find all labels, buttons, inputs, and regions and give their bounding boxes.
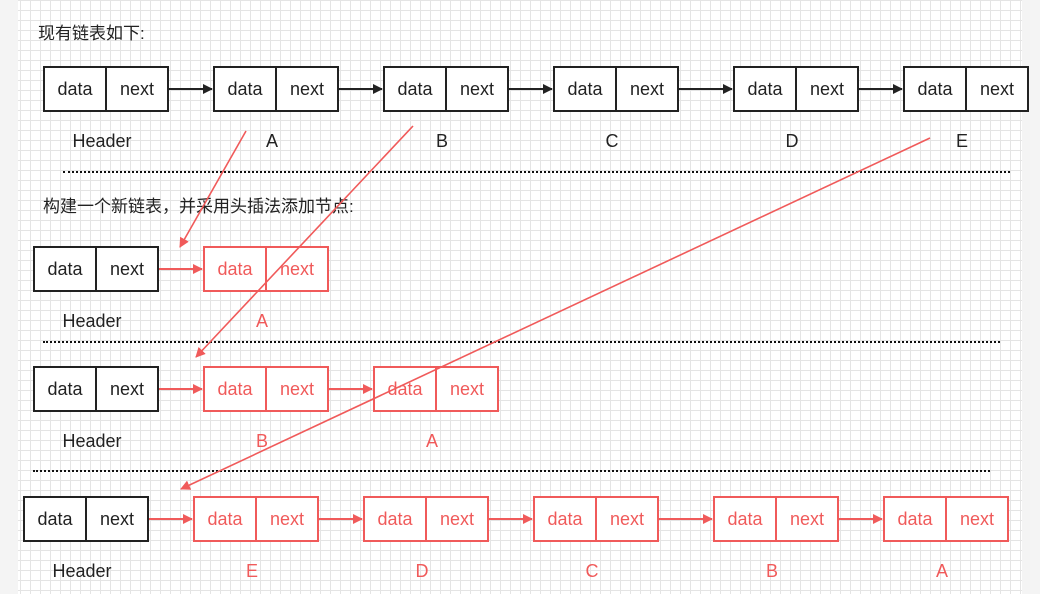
node-next-cell: next (979, 78, 1015, 99)
node-d-final: data next (363, 496, 489, 542)
node-next-cell: next (109, 378, 145, 399)
dotted-separator (43, 341, 1000, 343)
label-header: Header (62, 311, 122, 331)
label-c: C (585, 561, 599, 581)
label-b: B (435, 131, 448, 151)
node-e-final: data next (193, 496, 319, 542)
node-data-cell: data (905, 68, 967, 110)
label-a: A (425, 431, 438, 451)
node-data-cell: data (715, 498, 777, 540)
node-next-cell: next (959, 508, 995, 529)
label-e: E (955, 131, 968, 151)
node-next-cell: next (459, 78, 495, 99)
node-c-final: data next (533, 496, 659, 542)
label-d: D (415, 561, 429, 581)
insert-arrow-e (180, 137, 931, 490)
label-header: Header (52, 561, 112, 581)
label-a: A (265, 131, 278, 151)
label-a: A (255, 311, 268, 331)
node-data-cell: data (365, 498, 427, 540)
label-a: A (935, 561, 948, 581)
node-data-cell: data (35, 248, 97, 290)
node-data-cell: data (535, 498, 597, 540)
node-c-original: data next (553, 66, 679, 112)
dotted-separator (63, 171, 1010, 173)
label-c: C (605, 131, 619, 151)
node-b-original: data next (383, 66, 509, 112)
node-next-cell: next (99, 508, 135, 529)
dotted-separator (33, 470, 990, 472)
node-next-cell: next (289, 78, 325, 99)
node-data-cell: data (555, 68, 617, 110)
node-next-cell: next (789, 508, 825, 529)
node-a-final: data next (883, 496, 1009, 542)
node-data-cell: data (25, 498, 87, 540)
node-next-cell: next (439, 508, 475, 529)
node-e-original: data next (903, 66, 1029, 112)
node-b-final: data next (713, 496, 839, 542)
node-b-step2: data next (203, 366, 329, 412)
node-data-cell: data (35, 368, 97, 410)
node-data-cell: data (375, 368, 437, 410)
node-data-cell: data (215, 68, 277, 110)
right-margin-strip (1022, 0, 1040, 594)
label-e: E (245, 561, 258, 581)
node-next-cell: next (279, 258, 315, 279)
label-header: Header (72, 131, 132, 151)
node-next-cell: next (279, 378, 315, 399)
node-a-step1: data next (203, 246, 329, 292)
node-data-cell: data (205, 248, 267, 290)
node-next-cell: next (119, 78, 155, 99)
node-header-step1: data next (33, 246, 159, 292)
node-next-cell: next (449, 378, 485, 399)
label-d: D (785, 131, 799, 151)
node-data-cell: data (885, 498, 947, 540)
caption-build-new-list: 构建一个新链表，并采用头插法添加节点: (43, 197, 354, 216)
label-header: Header (62, 431, 122, 451)
node-next-cell: next (609, 508, 645, 529)
node-data-cell: data (195, 498, 257, 540)
insert-arrow-a (179, 130, 247, 248)
node-d-original: data next (733, 66, 859, 112)
node-data-cell: data (735, 68, 797, 110)
label-b: B (255, 431, 268, 451)
insert-arrow-b (195, 125, 414, 358)
node-next-cell: next (109, 258, 145, 279)
node-data-cell: data (45, 68, 107, 110)
node-next-cell: next (629, 78, 665, 99)
node-header-original: data next (43, 66, 169, 112)
caption-existing-list: 现有链表如下: (38, 24, 145, 43)
node-header-step2: data next (33, 366, 159, 412)
node-data-cell: data (385, 68, 447, 110)
node-a-original: data next (213, 66, 339, 112)
node-data-cell: data (205, 368, 267, 410)
node-header-final: data next (23, 496, 149, 542)
label-b: B (765, 561, 778, 581)
left-margin-strip (0, 0, 18, 594)
node-next-cell: next (269, 508, 305, 529)
node-next-cell: next (809, 78, 845, 99)
